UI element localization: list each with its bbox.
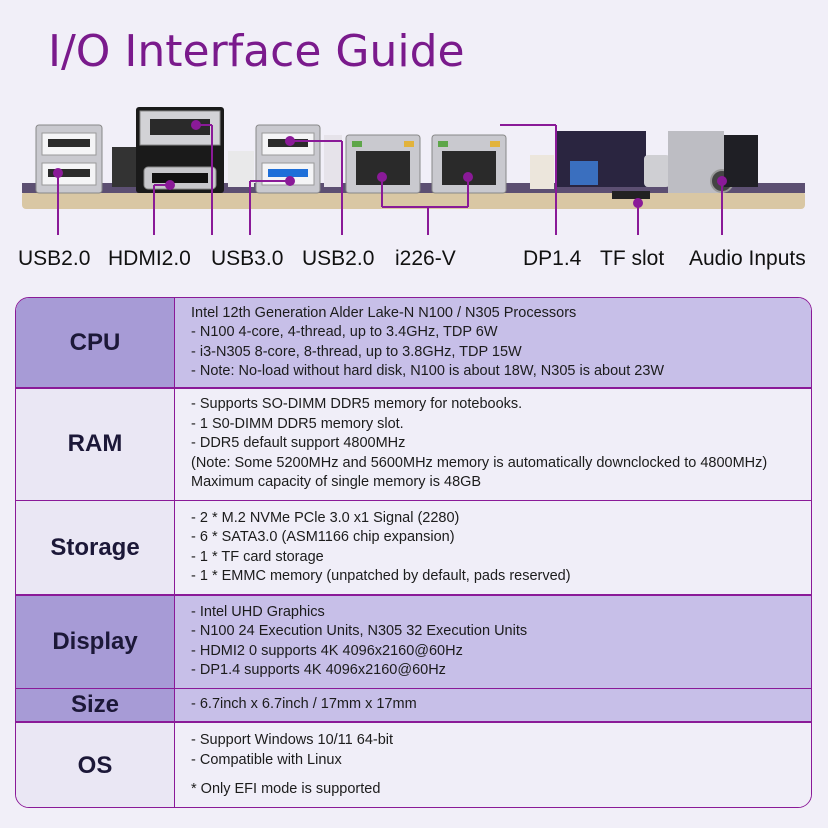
spec-line: - DP1.4 supports 4K 4096x2160@60Hz [191, 662, 446, 678]
row-divider [16, 594, 811, 596]
tf-slot [612, 191, 650, 199]
row-divider [16, 721, 811, 723]
spec-value: - Support Windows 10/11 64-bit - Compati… [175, 722, 811, 807]
spec-value: - 2 * M.2 NVMe PCle 3.0 x1 Signal (2280)… [175, 501, 811, 594]
spec-line: - N100 4-core, 4-thread, up to 3.4GHz, T… [191, 324, 498, 340]
spec-line: - 6 * SATA3.0 (ASM1166 chip expansion) [191, 529, 455, 545]
spec-label: Storage [16, 501, 175, 594]
spec-row-storage: Storage - 2 * M.2 NVMe PCle 3.0 x1 Signa… [16, 501, 811, 594]
spec-line: - Intel UHD Graphics [191, 603, 325, 620]
spec-label: Display [16, 595, 175, 688]
pcb-board [22, 191, 805, 209]
board-illustration [0, 95, 828, 245]
spec-line: (Note: Some 5200MHz and 5600MHz memory i… [191, 454, 768, 471]
small-box-2 [324, 135, 342, 187]
spec-line: - Note: No-load without hard disk, N100 … [191, 363, 665, 379]
pointer-lines [53, 120, 727, 235]
usb2-port-left [35, 124, 103, 194]
spec-row-display: Display - Intel UHD Graphics - N100 24 E… [16, 595, 811, 688]
label-usb2-left: USB2.0 [18, 247, 91, 270]
spec-label: RAM [16, 388, 175, 500]
spec-value: Intel 12th Generation Alder Lake-N N100 … [175, 298, 811, 387]
spec-value: - Intel UHD Graphics - N100 24 Execution… [175, 595, 811, 688]
label-dp14: DP1.4 [523, 247, 582, 270]
spec-line: - N100 24 Execution Units, N305 32 Execu… [191, 623, 528, 639]
spec-line: - DDR5 default support 4800MHz [191, 435, 406, 452]
spec-value: - Supports SO-DIMM DDR5 memory for noteb… [175, 388, 811, 500]
spec-line: - Support Windows 10/11 64-bit [191, 732, 394, 749]
spec-line: * Only EFI mode is supported [191, 781, 381, 798]
hdmi-dp-port [136, 107, 224, 193]
spec-line: - 2 * M.2 NVMe PCle 3.0 x1 Signal (2280) [191, 509, 460, 526]
white-connector [530, 155, 554, 189]
label-hdmi2: HDMI2.0 [108, 247, 191, 270]
page-title: I/O Interface Guide [48, 26, 465, 77]
spec-label: Size [16, 689, 175, 721]
label-usb3: USB3.0 [211, 247, 284, 270]
pcb-components [556, 131, 646, 187]
spec-line: - i3-N305 8-core, 8-thread, up to 3.8GHz… [191, 343, 522, 360]
capacitor [644, 155, 670, 187]
spec-label: OS [16, 722, 175, 807]
label-tf-slot: TF slot [600, 247, 665, 270]
blue-header [570, 161, 598, 185]
label-i226v: i226-V [395, 247, 456, 270]
board-drawing [22, 107, 805, 235]
spec-table: CPU Intel 12th Generation Alder Lake-N N… [15, 297, 812, 808]
spec-label: CPU [16, 298, 175, 387]
header-connector [112, 147, 136, 187]
spec-line: Intel 12th Generation Alder Lake-N N100 … [191, 304, 577, 321]
spec-line: - Compatible with Linux [191, 751, 342, 768]
row-divider [16, 499, 811, 501]
spec-row-size: Size - 6.7inch x 6.7inch / 17mm x 17mm [16, 689, 811, 721]
spec-line: - 1 * EMMC memory (unpatched by default,… [191, 568, 571, 584]
spec-value: - 6.7inch x 6.7inch / 17mm x 17mm [175, 689, 811, 721]
spacer [191, 770, 811, 780]
spec-line: - HDMI2 0 supports 4K 4096x2160@60Hz [191, 642, 463, 659]
spec-line: - 1 * TF card storage [191, 548, 324, 565]
spec-row-os: OS - Support Windows 10/11 64-bit - Comp… [16, 722, 811, 807]
spec-row-ram: RAM - Supports SO-DIMM DDR5 memory for n… [16, 388, 811, 500]
dark-connector [724, 135, 758, 187]
row-divider [16, 387, 811, 389]
label-audio-inputs: Audio Inputs [689, 247, 806, 270]
spec-line: - 6.7inch x 6.7inch / 17mm x 17mm [191, 696, 417, 713]
label-usb2-right: USB2.0 [302, 247, 375, 270]
spec-line: - Supports SO-DIMM DDR5 memory for noteb… [191, 396, 523, 413]
spec-line: Maximum capacity of single memory is 48G… [191, 474, 482, 491]
spec-row-cpu: CPU Intel 12th Generation Alder Lake-N N… [16, 298, 811, 387]
spec-line: - 1 S0-DIMM DDR5 memory slot. [191, 415, 404, 432]
row-divider [16, 687, 811, 689]
